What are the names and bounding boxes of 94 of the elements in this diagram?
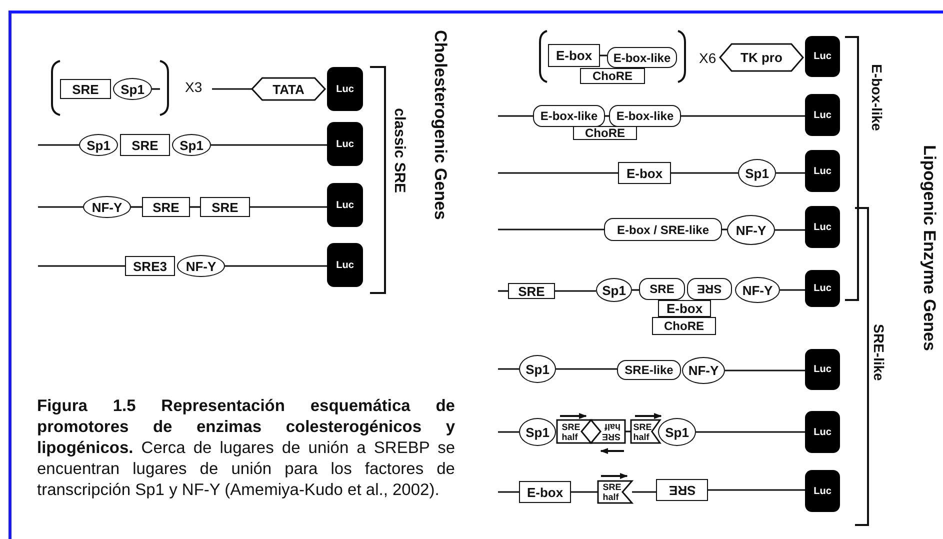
dna-line bbox=[225, 265, 327, 267]
group-label: classic SRE bbox=[391, 108, 408, 194]
luciferase-block: Luc bbox=[805, 270, 840, 307]
promoter-hexagon: TATA bbox=[252, 78, 325, 100]
luciferase-block: Luc bbox=[805, 470, 840, 512]
site-rounded-box: SRE-like bbox=[617, 360, 681, 380]
dna-line bbox=[498, 290, 508, 292]
site-ellipse: Sp1 bbox=[738, 159, 776, 187]
site-box: E-box bbox=[618, 162, 671, 184]
site-ellipse: Sp1 bbox=[519, 418, 556, 446]
dna-line bbox=[498, 115, 533, 117]
dna-line bbox=[600, 54, 607, 56]
dna-line bbox=[681, 115, 805, 117]
dna-line bbox=[131, 206, 142, 208]
section-title: Lipogenic Enzyme Genes bbox=[919, 145, 939, 351]
dna-line bbox=[38, 144, 79, 146]
site-ellipse: NF-Y bbox=[682, 357, 725, 384]
dna-line bbox=[498, 228, 604, 230]
dna-line bbox=[498, 172, 618, 174]
site-box: E-box bbox=[658, 300, 711, 317]
site-ellipse: NF-Y bbox=[177, 255, 225, 277]
dna-line bbox=[671, 172, 738, 174]
site-rounded-box: SRE bbox=[639, 278, 685, 300]
dna-line bbox=[556, 368, 617, 370]
dna-line bbox=[38, 265, 125, 267]
site-ellipse: Sp1 bbox=[596, 278, 632, 302]
dna-line bbox=[250, 206, 327, 208]
dna-line bbox=[722, 228, 727, 230]
site-ellipse: Sp1 bbox=[172, 134, 211, 156]
repeat-label: X6 bbox=[699, 50, 716, 66]
dna-line bbox=[212, 88, 252, 90]
site-rounded-box: E-box / SRE-like bbox=[604, 218, 722, 241]
half-site-box: SRE half bbox=[557, 420, 591, 443]
section-title: Cholesterogenic Genes bbox=[430, 30, 450, 220]
site-rounded-box: E-box-like bbox=[607, 47, 677, 68]
site-ellipse: Sp1 bbox=[79, 134, 118, 156]
dna-line bbox=[625, 430, 631, 432]
site-box: ChoRE bbox=[652, 317, 716, 335]
dna-line bbox=[775, 229, 805, 231]
luciferase-block: Luc bbox=[327, 122, 363, 166]
site-box: ChoRE bbox=[580, 68, 645, 84]
dna-line bbox=[498, 491, 519, 493]
promoter-hexagon: TK pro bbox=[720, 44, 803, 71]
luciferase-block: Luc bbox=[327, 67, 363, 111]
dna-line bbox=[776, 172, 805, 174]
dna-line bbox=[708, 489, 805, 491]
dna-line bbox=[211, 144, 327, 146]
half-site-box: SRE half bbox=[591, 420, 625, 443]
dna-line bbox=[632, 491, 656, 493]
dna-line bbox=[498, 431, 519, 433]
luciferase-block: Luc bbox=[327, 243, 363, 287]
site-rounded-box: E-box-like bbox=[533, 105, 605, 127]
luciferase-block: Luc bbox=[805, 349, 840, 390]
dna-line bbox=[696, 431, 805, 433]
luciferase-block: Luc bbox=[805, 206, 840, 248]
dna-line bbox=[38, 206, 83, 208]
dna-line bbox=[190, 206, 200, 208]
group-label: SRE-like bbox=[871, 324, 887, 381]
group-label: E-box-like bbox=[869, 64, 885, 131]
dna-line bbox=[152, 88, 160, 90]
site-box: SRE3 bbox=[125, 256, 175, 276]
dna-line bbox=[498, 368, 519, 370]
site-ellipse: Sp1 bbox=[658, 418, 696, 446]
site-box: E-box bbox=[548, 44, 600, 67]
dna-line bbox=[571, 491, 598, 493]
dna-line bbox=[555, 290, 596, 292]
site-box: SRE bbox=[142, 197, 190, 217]
site-rounded-box: SRE bbox=[687, 278, 732, 300]
site-ellipse: Sp1 bbox=[113, 78, 152, 100]
site-box: ChoRE bbox=[573, 126, 637, 140]
site-ellipse: NF-Y bbox=[735, 277, 780, 303]
repeat-label: X3 bbox=[185, 79, 202, 95]
site-box: SRE bbox=[508, 283, 555, 299]
site-ellipse: NF-Y bbox=[727, 215, 775, 245]
site-box: SRE bbox=[200, 197, 250, 217]
figure-caption: Figura 1.5 Representación esquemática de promotores de enzimas colesterogénicos y lipogénicos. Cerca de lugares de unión a SREBP se encuentran lugares de unión para los factores de transcripción Sp1 y NF-Y (Amemiya-Kudo et al., 2002). bbox=[37, 396, 455, 501]
site-rounded-box: E-box-like bbox=[609, 105, 681, 127]
site-box: SRE bbox=[120, 134, 170, 156]
dna-line bbox=[632, 289, 639, 291]
luciferase-block: Luc bbox=[805, 411, 840, 453]
luciferase-block: Luc bbox=[327, 183, 363, 227]
luciferase-block: Luc bbox=[805, 150, 840, 192]
site-ellipse: Sp1 bbox=[519, 355, 556, 383]
site-box: SRE bbox=[60, 79, 111, 99]
dna-line bbox=[605, 115, 609, 117]
site-ellipse: NF-Y bbox=[83, 196, 131, 218]
half-site-box: SRE half bbox=[598, 481, 632, 503]
dna-line bbox=[780, 289, 805, 291]
site-box: SRE bbox=[656, 479, 708, 501]
half-site-box: SRE half bbox=[631, 420, 660, 443]
site-box: E-box bbox=[519, 481, 571, 503]
dna-line bbox=[725, 370, 805, 372]
luciferase-block: Luc bbox=[805, 36, 840, 77]
luciferase-block: Luc bbox=[805, 94, 840, 136]
